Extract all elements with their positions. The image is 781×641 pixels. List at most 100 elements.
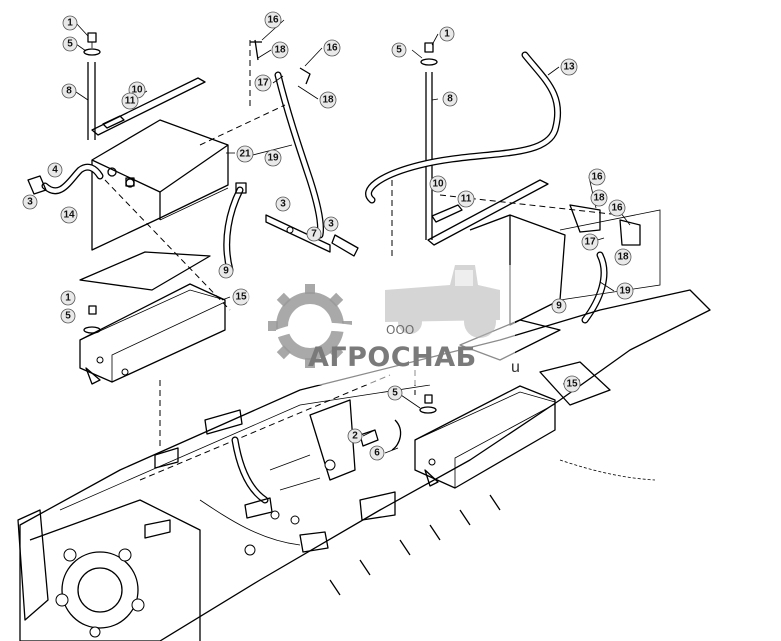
svg-text:1: 1 [444, 29, 450, 40]
svg-text:5: 5 [65, 311, 71, 322]
callout-16: 9 [218, 263, 234, 279]
callout-28: 11 [457, 190, 475, 208]
callout-2: 5 [62, 36, 78, 52]
svg-text:9: 9 [223, 266, 229, 277]
left-hold-down-bolt [83, 32, 101, 140]
svg-text:5: 5 [396, 45, 402, 56]
callout-5: 11 [121, 92, 139, 110]
svg-text:16: 16 [326, 43, 338, 54]
svg-text:10: 10 [432, 179, 444, 190]
svg-text:7: 7 [311, 229, 317, 240]
left-battery-mat [79, 251, 211, 291]
svg-text:4: 4 [52, 165, 58, 176]
svg-text:6: 6 [374, 448, 380, 459]
svg-text:16: 16 [611, 203, 623, 214]
svg-text:14: 14 [63, 210, 75, 221]
svg-text:1: 1 [67, 18, 73, 29]
callout-19: 15 [232, 288, 250, 306]
callout-37: 5 [387, 385, 403, 401]
callout-9: 17 [254, 74, 272, 92]
callout-13: 4 [47, 162, 63, 178]
svg-text:10: 10 [131, 85, 143, 96]
callout-11: 21 [236, 145, 254, 163]
right-hold-down-bar [427, 179, 549, 246]
svg-text:18: 18 [617, 252, 629, 263]
svg-text:16: 16 [591, 172, 603, 183]
callout-7: 18 [271, 41, 289, 59]
callout-6: 16 [264, 11, 282, 29]
callout-21: 7 [306, 226, 322, 242]
left-battery-assembly [27, 32, 231, 450]
callout-15: 14 [60, 206, 78, 224]
callout-1: 1 [62, 15, 78, 31]
right-tray-bolt [419, 394, 437, 414]
svg-text:11: 11 [125, 96, 136, 107]
callout-17: 1 [60, 290, 76, 306]
callout-22: 3 [323, 216, 339, 232]
right-hose [365, 51, 562, 204]
svg-text:8: 8 [66, 86, 72, 97]
svg-text:18: 18 [593, 193, 605, 204]
gear-logo-icon [268, 284, 370, 368]
right-hold-down-bolt [420, 42, 438, 240]
watermark-fragment: u [511, 359, 520, 376]
callout-10: 18 [319, 91, 337, 109]
callout-labels: 1 5 8 10 11 16 18 16 17 18 21 19 4 3 14 … [22, 11, 634, 461]
svg-text:9: 9 [556, 301, 562, 312]
svg-text:18: 18 [274, 45, 286, 56]
svg-text:3: 3 [27, 197, 33, 208]
center-cable-assembly [199, 39, 359, 274]
harvester-logo-icon [385, 265, 500, 338]
agrosnab-watermark: ООО АГРОСНАБ u [247, 265, 520, 385]
svg-text:16: 16 [267, 15, 279, 26]
svg-text:1: 1 [65, 293, 71, 304]
svg-text:19: 19 [619, 286, 631, 297]
left-battery-tray [79, 283, 226, 385]
watermark-brand: АГРОСНАБ [308, 342, 477, 373]
callout-31: 16 [608, 199, 626, 217]
svg-text:15: 15 [235, 292, 247, 303]
callout-25: 8 [442, 91, 458, 107]
callout-18: 5 [60, 308, 76, 324]
callout-20: 3 [275, 196, 291, 212]
svg-text:15: 15 [566, 379, 578, 390]
callout-30: 18 [590, 189, 608, 207]
callout-12: 19 [264, 149, 282, 167]
callout-33: 18 [614, 248, 632, 266]
callout-26: 13 [560, 58, 578, 76]
svg-text:8: 8 [447, 94, 453, 105]
svg-text:18: 18 [322, 95, 334, 106]
svg-text:3: 3 [328, 219, 334, 230]
svg-text:17: 17 [257, 78, 269, 89]
callout-36: 15 [563, 375, 581, 393]
left-tray-bolt [83, 305, 101, 334]
left-hold-down-bar [91, 77, 206, 136]
right-battery-tray [414, 385, 556, 489]
callout-23: 5 [391, 42, 407, 58]
svg-text:13: 13 [563, 62, 575, 73]
callout-34: 19 [616, 282, 634, 300]
left-battery [91, 119, 229, 251]
callout-24: 1 [439, 26, 455, 42]
svg-text:17: 17 [584, 237, 596, 248]
svg-text:11: 11 [461, 194, 472, 205]
watermark-prefix: ООО [386, 323, 414, 337]
callout-8: 16 [323, 39, 341, 57]
callout-29: 16 [588, 168, 606, 186]
svg-text:2: 2 [352, 431, 358, 442]
callout-32: 17 [581, 233, 599, 251]
callout-3: 8 [61, 83, 77, 99]
svg-text:3: 3 [280, 199, 286, 210]
svg-text:19: 19 [267, 153, 279, 164]
callout-27: 10 [429, 175, 447, 193]
callout-38: 2 [347, 428, 363, 444]
left-battery-cable [27, 163, 104, 195]
callout-14: 3 [22, 194, 38, 210]
callout-35: 9 [551, 298, 567, 314]
callout-39: 6 [369, 445, 385, 461]
svg-text:5: 5 [392, 388, 398, 399]
right-battery-assembly [365, 42, 661, 489]
svg-text:5: 5 [67, 39, 73, 50]
svg-text:21: 21 [239, 149, 251, 160]
